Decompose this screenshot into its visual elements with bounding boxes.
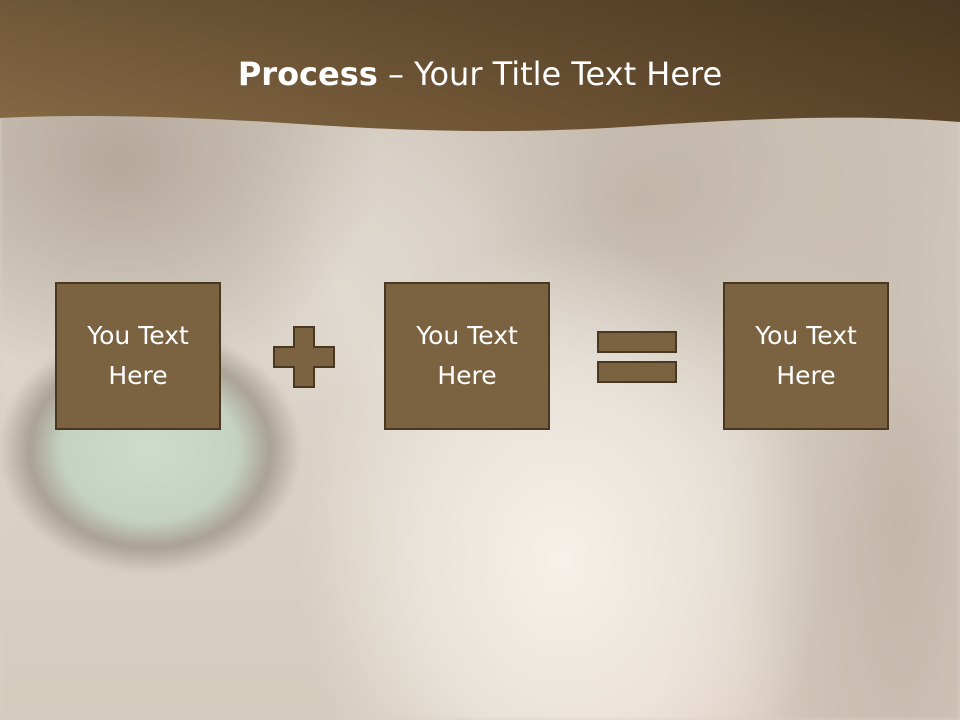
process-box-1-line-1: You Text	[87, 321, 189, 350]
process-box-3-line-1: You Text	[755, 321, 857, 350]
process-box-3: You Text Here	[723, 282, 889, 430]
title-rest: – Your Title Text Here	[377, 55, 723, 93]
process-box-2-line-1: You Text	[416, 321, 518, 350]
process-box-1: You Text Here	[55, 282, 221, 430]
plus-icon	[273, 326, 335, 388]
process-box-3-line-2: Here	[776, 361, 836, 390]
title-bold-word: Process	[237, 55, 378, 93]
process-box-2-line-2: Here	[437, 361, 497, 390]
process-box-2: You Text Here	[384, 282, 550, 430]
equals-icon	[597, 331, 677, 383]
title-banner-shape	[0, 0, 960, 132]
slide-title: Process – Your Title Text Here	[0, 52, 960, 96]
process-box-1-line-2: Here	[108, 361, 168, 390]
title-banner: Process – Your Title Text Here	[0, 0, 960, 140]
